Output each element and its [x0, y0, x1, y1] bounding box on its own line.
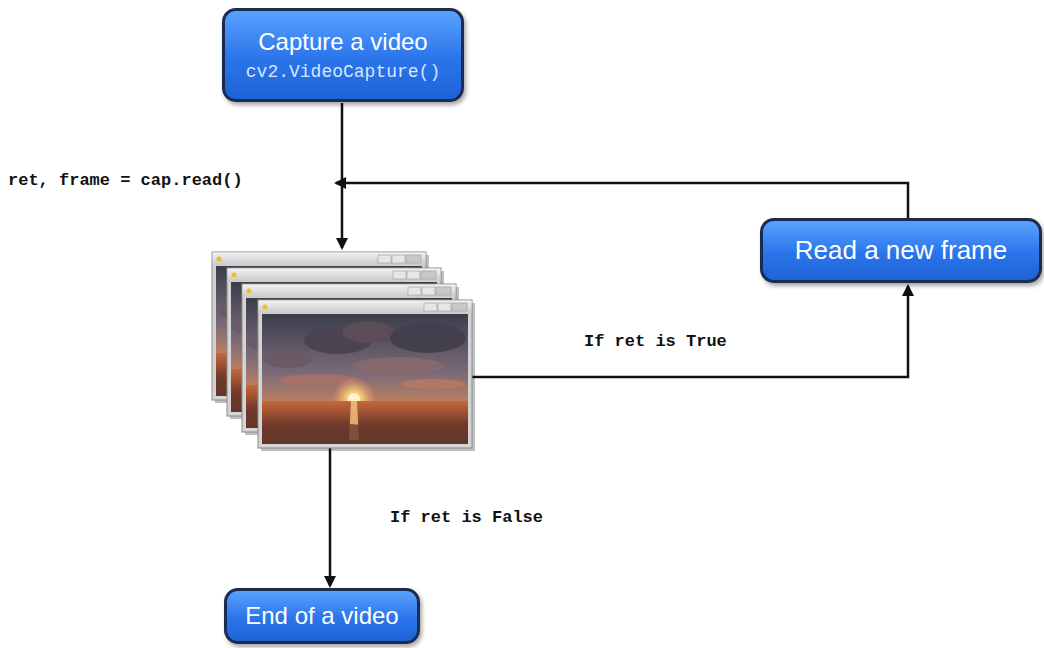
box-title: Capture a video	[258, 28, 427, 56]
flow-arrow	[341, 103, 344, 248]
box-title: Read a new frame	[795, 235, 1007, 266]
process-box: Capture a video cv2.VideoCapture()	[222, 8, 464, 102]
loop-arrow	[336, 183, 908, 218]
process-box: Read a new frame	[760, 218, 1042, 283]
video-frame	[258, 300, 475, 451]
box-title: End of a video	[245, 602, 398, 630]
code-text: cv2.VideoCapture()	[246, 62, 440, 82]
true-arrow	[472, 286, 908, 377]
flow-label: If ret is True	[582, 332, 729, 351]
false-arrow	[329, 448, 332, 586]
flow-label: ret, frame = cap.read()	[6, 171, 245, 190]
process-box: End of a video	[224, 588, 420, 644]
flow-label: If ret is False	[388, 508, 545, 527]
